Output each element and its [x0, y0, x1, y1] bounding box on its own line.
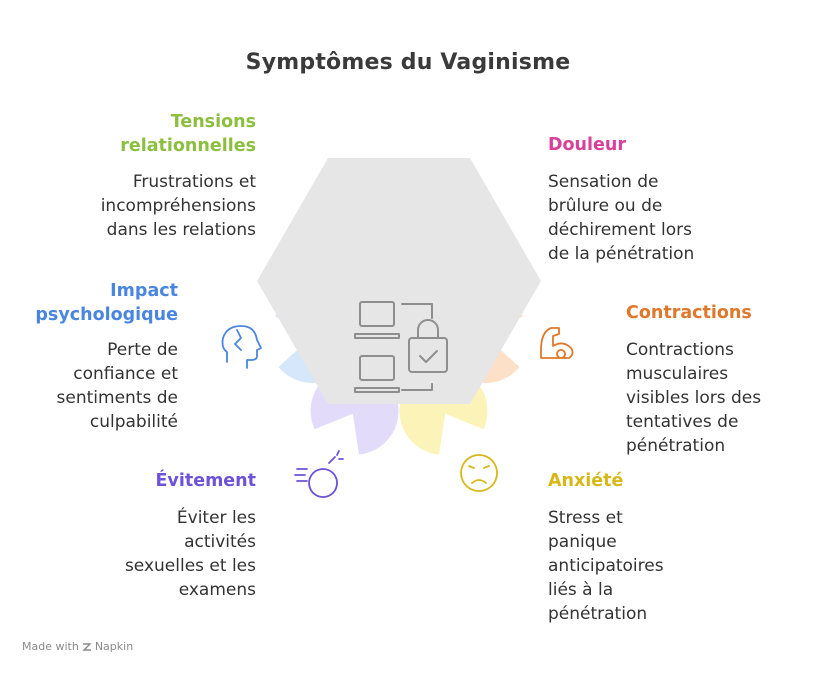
desc-douleur: Sensation de brûlure ou de déchirement l… — [548, 170, 694, 266]
heading-evitement: Évitement — [155, 469, 256, 493]
heading-contractions: Contractions — [626, 301, 752, 325]
desc-contractions: Contractions musculaires visibles lors d… — [626, 338, 761, 458]
center-hexagon — [257, 158, 541, 404]
napkin-watermark: Made with Napkin — [22, 640, 133, 653]
heading-line: psychologique — [35, 305, 178, 325]
center-icons — [354, 301, 448, 393]
desc-line: Éviter les — [176, 508, 256, 528]
made-with-label: Made with — [22, 640, 79, 653]
desc-line: sentiments de — [56, 388, 178, 408]
desc-line: visibles lors des — [626, 388, 762, 408]
heading-tensions: Tensions relationnelles — [120, 110, 256, 158]
desc-line: examens — [178, 580, 256, 600]
lock-check-icon — [408, 319, 448, 373]
frowning-face-icon — [460, 454, 498, 492]
bomb-icon-path — [294, 450, 344, 498]
laptop-icon — [354, 301, 400, 339]
desc-line: confiance et — [73, 364, 178, 384]
heading-line: Contractions — [626, 303, 752, 323]
connector-lines — [401, 303, 433, 391]
bomb-icon — [294, 450, 344, 498]
heading-line: Douleur — [548, 135, 626, 155]
desc-line: Perte de — [107, 340, 178, 360]
frowning-face-icon-path — [460, 454, 498, 492]
heading-impact: Impact psychologique — [35, 279, 178, 327]
desc-line: Sensation de — [548, 172, 659, 192]
heading-line: relationnelles — [120, 136, 256, 156]
desc-line: culpabilité — [89, 412, 178, 432]
broken-head-icon-path — [221, 325, 262, 369]
desc-line: de la pénétration — [548, 244, 695, 264]
desc-line: musculaires — [626, 364, 729, 384]
desc-line: Stress et — [548, 508, 623, 528]
heading-line: Évitement — [155, 471, 256, 491]
flexed-arm-icon-path — [540, 327, 574, 359]
desc-tensions: Frustrations et incompréhensions dans le… — [101, 170, 256, 242]
heading-line: Anxiété — [548, 471, 624, 491]
desc-line: activités — [184, 532, 256, 552]
heading-line: Impact — [110, 281, 178, 301]
broken-head-icon — [221, 325, 262, 369]
desc-line: anticipatoires — [548, 556, 664, 576]
desc-line: panique — [548, 532, 617, 552]
desc-line: sexuelles et les — [124, 556, 256, 576]
desc-line: brûlure ou de — [548, 196, 663, 216]
desc-line: Frustrations et — [132, 172, 256, 192]
napkin-logo-icon — [82, 642, 92, 651]
heading-douleur: Douleur — [548, 133, 626, 157]
desc-evitement: Éviter les activités sexuelles et les ex… — [125, 506, 256, 602]
desc-line: pénétration — [626, 436, 726, 456]
desc-line: Contractions — [626, 340, 734, 360]
heading-line: Tensions — [170, 112, 256, 132]
laptop-icon — [354, 355, 400, 393]
diagram-title: Symptômes du Vaginisme — [245, 50, 571, 75]
desc-line: tentatives de — [626, 412, 739, 432]
napkin-brand-label: Napkin — [94, 640, 134, 653]
desc-line: pénétration — [548, 604, 648, 624]
desc-line: liés à la — [548, 580, 614, 600]
desc-line: déchirement lors — [548, 220, 693, 240]
desc-impact: Perte de confiance et sentiments de culp… — [57, 338, 178, 434]
desc-line: dans les relations — [106, 220, 256, 240]
flexed-arm-icon — [540, 327, 574, 359]
desc-anxiete: Stress et panique anticipatoires liés à … — [548, 506, 664, 626]
heading-anxiete: Anxiété — [548, 469, 623, 493]
desc-line: incompréhensions — [100, 196, 256, 216]
